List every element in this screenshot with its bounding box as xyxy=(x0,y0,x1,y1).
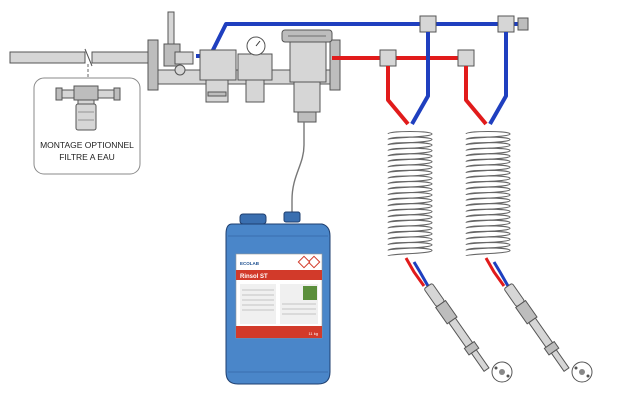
hose1-lower-hot xyxy=(404,257,426,287)
label-fine-print xyxy=(242,289,316,315)
coil-2-loops xyxy=(465,130,511,257)
tee-fittings xyxy=(379,15,529,67)
canister-weight: 11 kg xyxy=(309,331,319,336)
water-filter-icon xyxy=(55,85,121,131)
optional-label-line1: MONTAGE OPTIONNEL xyxy=(40,140,134,150)
hose-reel-2-coil xyxy=(465,130,511,257)
hose2-hot-line xyxy=(464,66,488,126)
coil-1-loops xyxy=(387,130,433,257)
canister-product: Rinsol ST xyxy=(240,274,268,280)
pressure-regulator xyxy=(199,49,273,103)
spray-gun-2 xyxy=(504,283,570,372)
spray-nozzle-2-icon xyxy=(571,361,593,383)
hose2-lower-cold xyxy=(492,261,510,287)
inlet-pipe xyxy=(9,48,151,67)
pressure-gauge-icon xyxy=(246,36,266,56)
hose1-lower-cold xyxy=(412,261,430,287)
hose1-cold-line xyxy=(410,32,430,125)
chemical-suction-tube xyxy=(291,122,305,212)
hose-reel-1-coil xyxy=(387,130,433,257)
hose1-hot-line xyxy=(386,66,410,126)
optional-filter-box: MONTAGE OPTIONNEL FILTRE A EAU xyxy=(33,77,141,175)
chemical-canister: ECOLAB Rinsol ST 11 kg xyxy=(225,211,331,385)
hose2-lower-hot xyxy=(484,257,506,287)
spray-nozzle-1-icon xyxy=(491,361,513,383)
inlet-valve xyxy=(163,11,194,76)
dosing-unit xyxy=(281,29,333,123)
canister-brand: ECOLAB xyxy=(240,261,260,266)
optional-label-line2: FILTRE A EAU xyxy=(59,152,115,162)
spray-gun-1 xyxy=(424,283,490,372)
hose2-cold-line xyxy=(488,32,508,125)
hazard-symbol-icon xyxy=(297,255,321,269)
